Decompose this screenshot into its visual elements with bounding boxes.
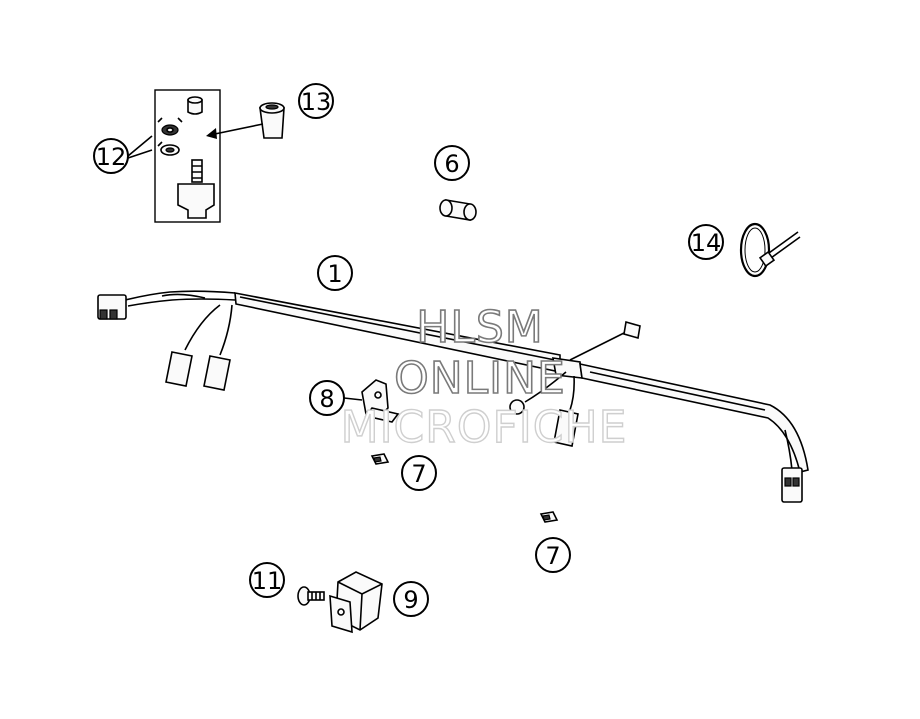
callout-13-label: 13 bbox=[301, 88, 332, 116]
callout-8-label: 8 bbox=[319, 385, 334, 413]
callout-7-upper-label: 7 bbox=[411, 460, 426, 488]
callout-6[interactable]: 6 bbox=[434, 145, 470, 181]
callout-14[interactable]: 14 bbox=[688, 224, 724, 260]
watermark-line-3: MICROFICHE bbox=[341, 402, 628, 453]
callout-7-lower-label: 7 bbox=[545, 542, 560, 570]
callout-8[interactable]: 8 bbox=[309, 380, 363, 416]
watermark: HLSM ONLINE MICROFICHE bbox=[340, 301, 628, 454]
cable-clip-2[interactable] bbox=[539, 511, 559, 523]
rubber-sleeve[interactable] bbox=[206, 102, 285, 139]
callout-6-label: 6 bbox=[444, 150, 459, 178]
cable-clip-1[interactable] bbox=[370, 453, 390, 465]
watermark-line-1: HLSM bbox=[416, 302, 544, 353]
callout-9[interactable]: 9 bbox=[393, 581, 429, 617]
cable-tie[interactable] bbox=[739, 222, 801, 278]
callout-12-label: 12 bbox=[96, 143, 127, 171]
sensor-assembly[interactable] bbox=[154, 89, 221, 223]
cable-grommet[interactable] bbox=[439, 199, 477, 221]
screw[interactable] bbox=[297, 586, 325, 606]
callout-9-label: 9 bbox=[403, 586, 418, 614]
callout-13[interactable]: 13 bbox=[298, 83, 334, 119]
mounting-bracket[interactable] bbox=[361, 379, 400, 423]
callout-12[interactable]: 12 bbox=[93, 135, 153, 174]
callout-7-upper[interactable]: 7 bbox=[401, 455, 437, 491]
callout-1-label: 1 bbox=[327, 260, 342, 288]
callout-11[interactable]: 11 bbox=[249, 562, 285, 598]
callout-7-lower[interactable]: 7 bbox=[535, 537, 571, 573]
callout-1[interactable]: 1 bbox=[317, 255, 353, 291]
callout-14-label: 14 bbox=[691, 229, 722, 257]
wiring-harness[interactable] bbox=[97, 290, 809, 503]
callout-11-label: 11 bbox=[252, 567, 283, 595]
relay-box[interactable] bbox=[329, 571, 383, 634]
watermark-line-2: ONLINE bbox=[394, 353, 566, 404]
